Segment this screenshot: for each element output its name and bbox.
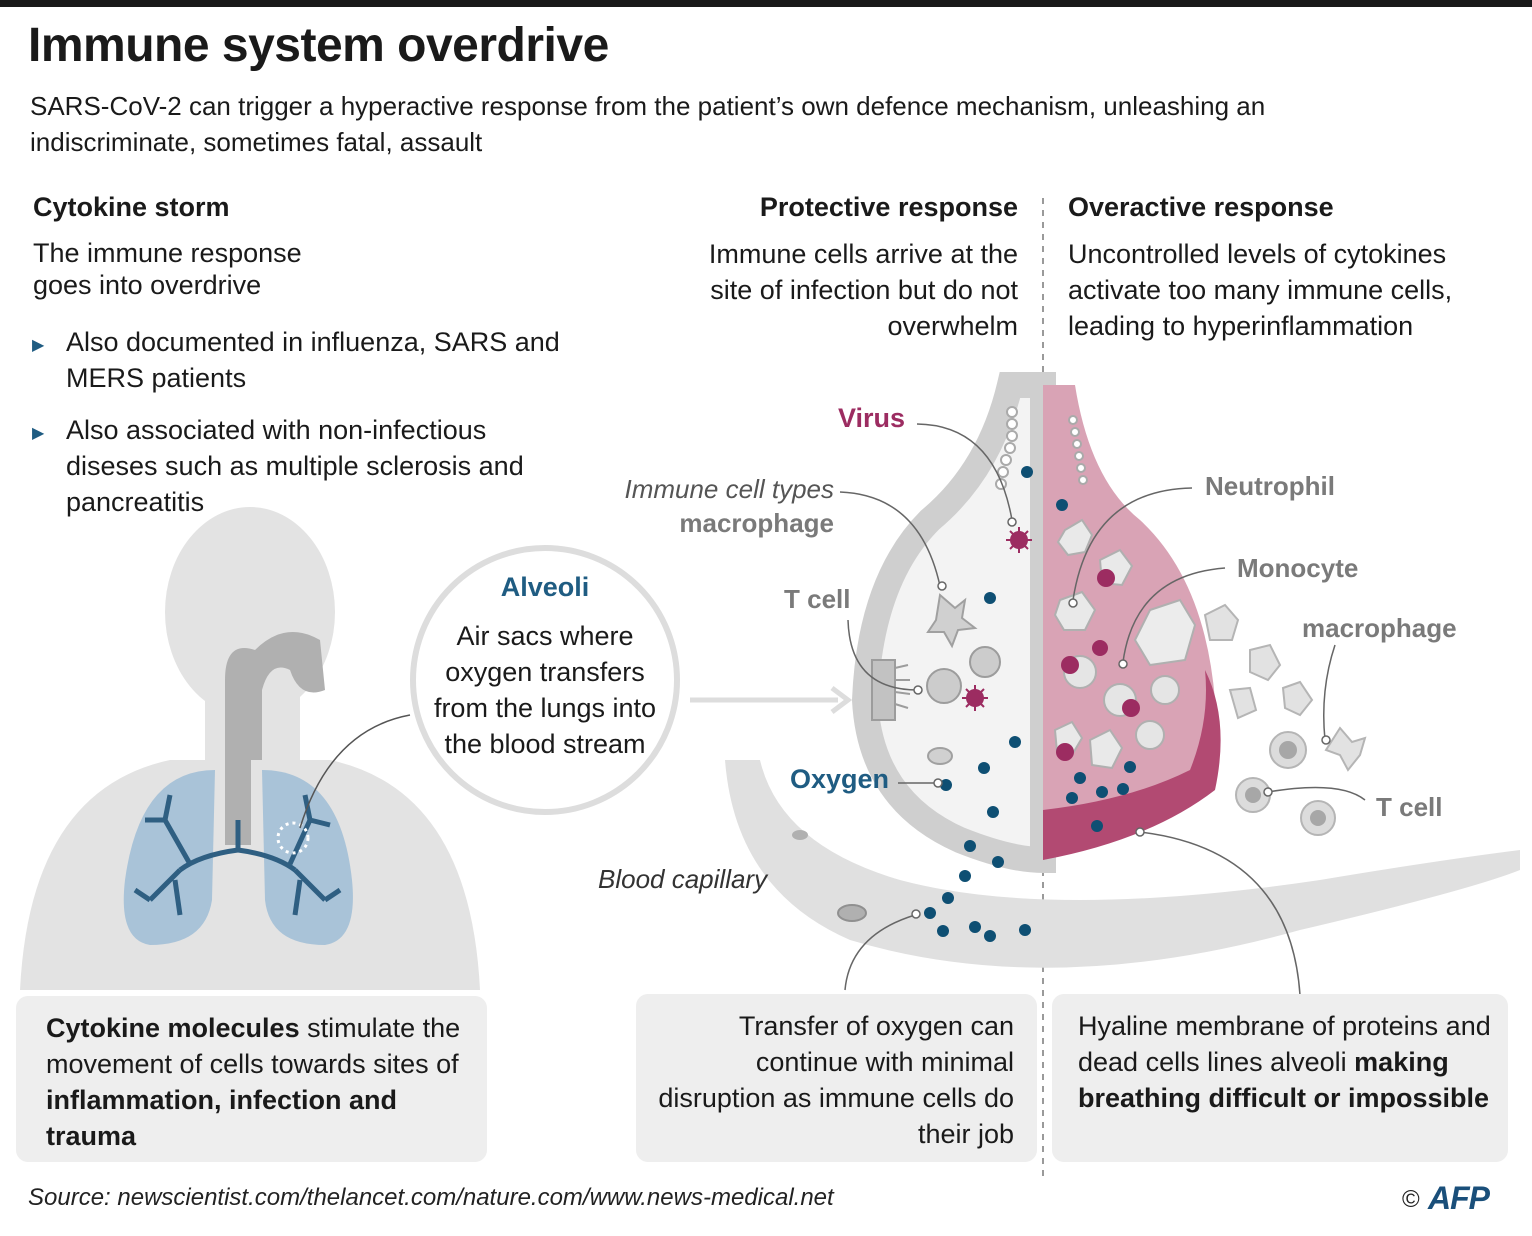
monocyte-label: Monocyte [1237, 553, 1359, 583]
virus-spikes [962, 527, 1032, 711]
virus-label: Virus [838, 403, 906, 433]
blood-capillary-tube [725, 760, 1520, 968]
source-note: Source: newscientist.com/thelancet.com/n… [28, 1184, 834, 1211]
hyaline-membrane [1043, 670, 1221, 860]
alveoli-title: Alveoli [500, 572, 590, 602]
macrophage-left-icon [926, 593, 978, 649]
cytokine-storm-intro-1: The immune response [33, 238, 302, 268]
arrow-head-icon [830, 686, 853, 714]
virus-chain-icon [995, 406, 1088, 490]
triangle-bullet-icon: ▶ [32, 337, 45, 354]
page-title: Immune system overdrive [28, 19, 609, 72]
afp-logo: AFP [1428, 1180, 1490, 1216]
page-subtitle: SARS-CoV-2 can trigger a hyperactive res… [30, 91, 1266, 157]
blood-capillary-label: Blood capillary [598, 864, 768, 894]
protective-response-text: Immune cells arrive at the site of infec… [708, 239, 1018, 341]
overactive-response-heading: Overactive response [1068, 192, 1334, 222]
t-cell-left-label: T cell [784, 584, 851, 614]
alveoli-marker-icon [276, 821, 310, 855]
macrophage-left-label: macrophage [679, 508, 834, 538]
hyaline-membrane-box: Hyaline membrane of proteins and dead ce… [1052, 994, 1508, 1162]
t-cell-left-icon [871, 659, 911, 721]
top-rule [0, 0, 1532, 7]
right-lung-icon [262, 770, 353, 945]
bullet-item: ▶Also documented in influenza, SARS and … [32, 327, 560, 393]
copyright-symbol: © [1402, 1186, 1420, 1213]
oxygen-transfer-box: Transfer of oxygen can continue with min… [636, 994, 1037, 1162]
immune-cell-types-label: Immune cell types [624, 474, 834, 504]
macrophage-right-label: macrophage [1302, 613, 1457, 643]
leader-lines [839, 423, 1366, 996]
alveoli-callout-circle [410, 545, 680, 815]
neutrophil-label: Neutrophil [1205, 471, 1335, 501]
overactive-response-text: Uncontrolled levels of cytokines activat… [1068, 239, 1453, 341]
t-cell-right-label: T cell [1376, 792, 1443, 822]
monocyte-icon [1133, 598, 1197, 667]
cytokine-molecules-box: Cytokine molecules stimulate the movemen… [16, 996, 487, 1162]
oxygen-label: Oxygen [790, 764, 890, 794]
macrophage-right-icon [1203, 603, 1367, 772]
cytokine-storm-heading: Cytokine storm [33, 192, 230, 222]
alveoli-text: Air sacs where oxygen transfers from the… [433, 621, 657, 759]
oxygen-molecule-icon [924, 466, 1136, 942]
neutrophil-icon [1053, 518, 1134, 770]
triangle-bullet-icon: ▶ [32, 425, 45, 442]
left-lung-icon [123, 770, 215, 945]
bullet-item: ▶Also associated with non-infectious dis… [32, 415, 524, 517]
protective-response-heading: Protective response [759, 192, 1018, 222]
cytokine-storm-intro-2: goes into overdrive [33, 270, 262, 300]
cytokine-storm-bullets: ▶Also documented in influenza, SARS and … [30, 324, 570, 536]
alveolus-overactive-half [1043, 385, 1215, 860]
